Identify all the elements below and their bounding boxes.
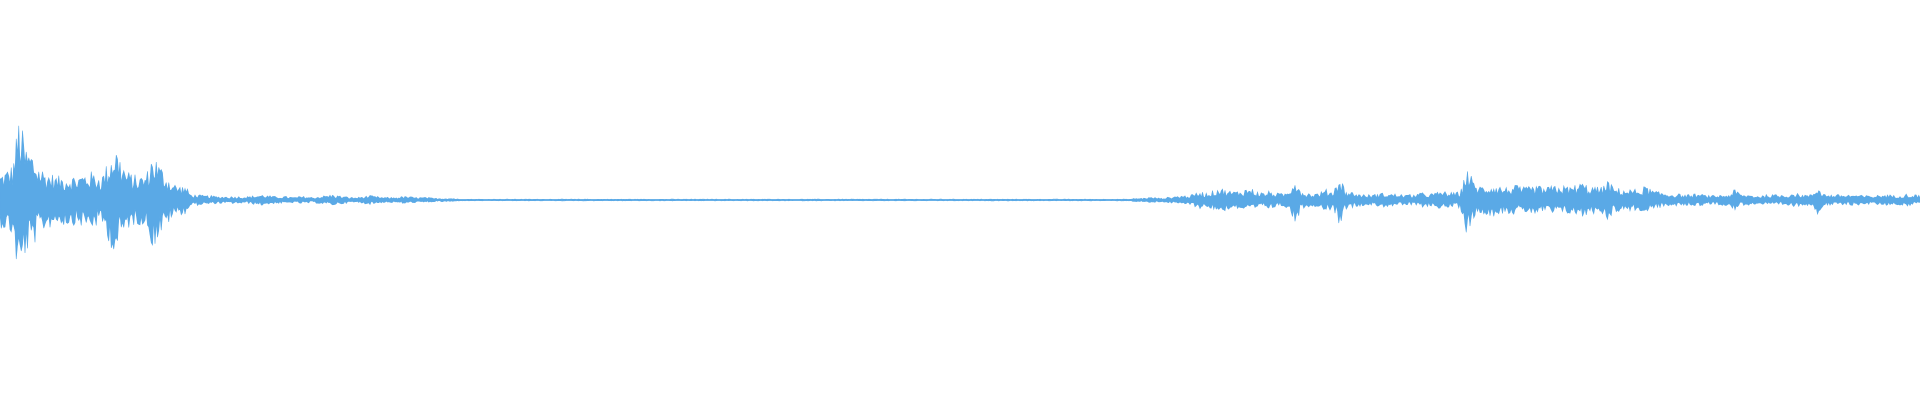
waveform-shape xyxy=(0,125,1920,260)
